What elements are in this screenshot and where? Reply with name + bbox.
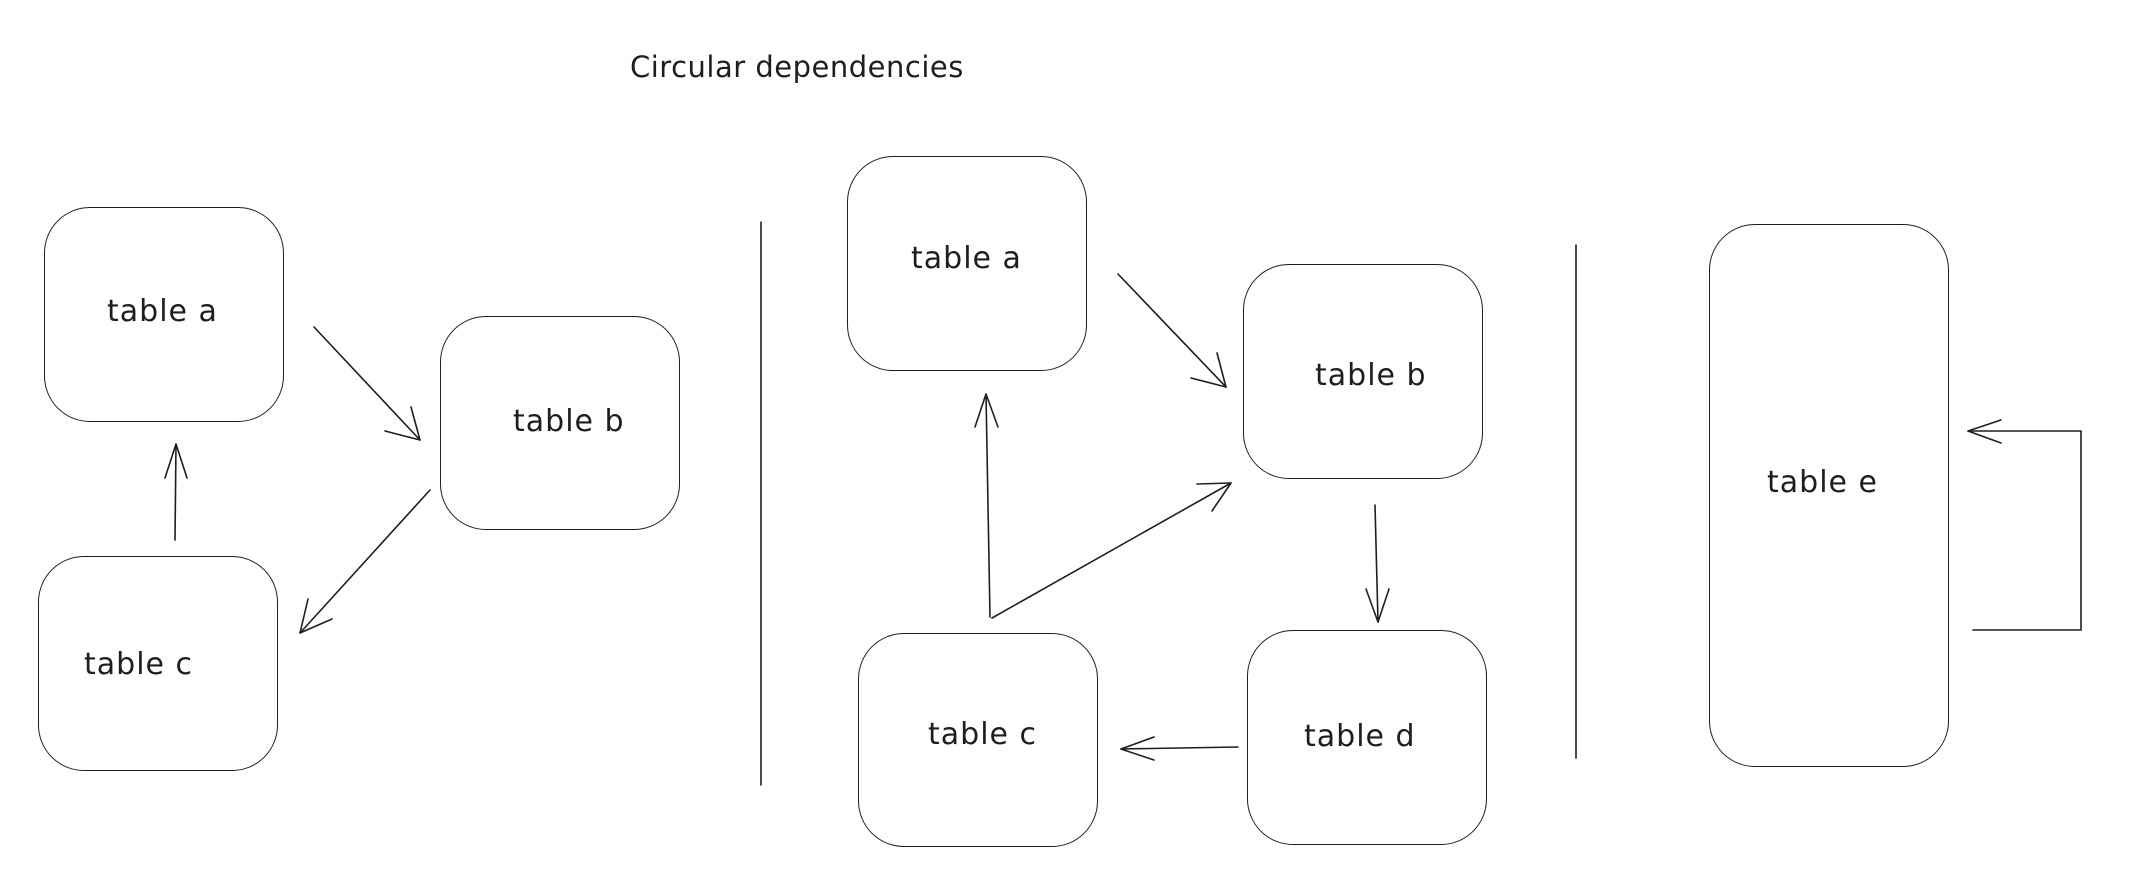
p2-table-d-label: table d [1304, 719, 1416, 754]
edge-p2-c-to-a [974, 393, 999, 618]
edge-p1-a-to-b [313, 326, 421, 441]
edge-p2-d-to-c [1120, 736, 1239, 761]
p2-table-a-node[interactable]: table a [847, 156, 1087, 371]
p1-table-b-label: table b [513, 404, 625, 439]
p2-table-c-label: table c [928, 717, 1038, 752]
edge-p2-c-to-b [991, 482, 1232, 619]
p2-table-b-label: table b [1315, 358, 1427, 393]
edge-p3-e-self-loop [1967, 419, 2082, 631]
p2-table-a-label: table a [911, 241, 1022, 276]
edge-p2-a-to-b [1117, 273, 1227, 388]
p1-table-c-label: table c [84, 647, 194, 682]
p1-table-b-node[interactable]: table b [440, 316, 680, 530]
p3-table-e-label: table e [1767, 465, 1878, 500]
p1-table-c-node[interactable]: table c [38, 556, 278, 771]
edge-p2-b-to-d [1365, 504, 1390, 623]
p2-table-b-node[interactable]: table b [1243, 264, 1483, 479]
diagram-title: Circular dependencies [630, 50, 964, 84]
p3-table-e-node[interactable]: table e [1709, 224, 1949, 767]
p1-table-a-node[interactable]: table a [44, 207, 284, 422]
p2-table-d-node[interactable]: table d [1247, 630, 1487, 845]
p1-table-a-label: table a [107, 294, 218, 329]
edge-p1-c-to-a [164, 443, 188, 541]
edge-p1-b-to-c [299, 489, 431, 634]
p2-table-c-node[interactable]: table c [858, 633, 1098, 847]
